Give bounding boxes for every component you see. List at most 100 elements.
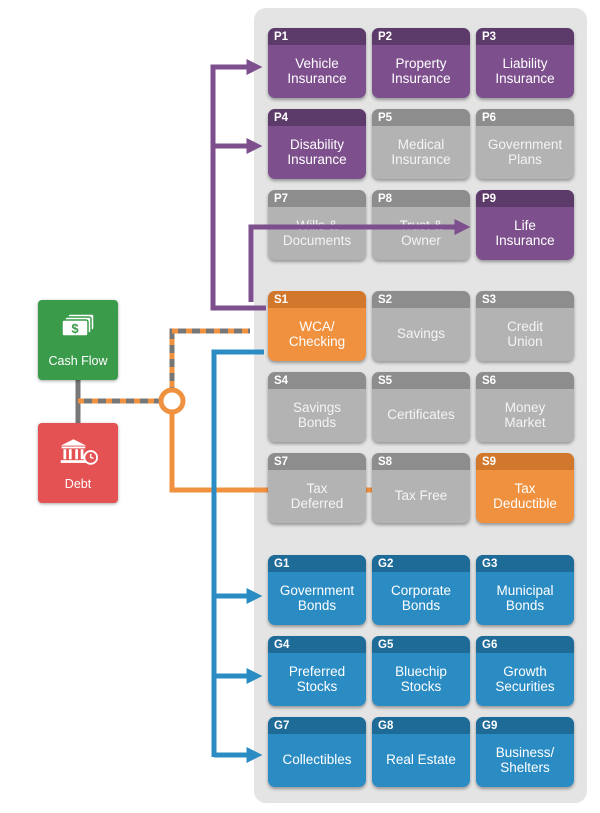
- tile-label: Growth Securities: [495, 663, 555, 694]
- tile-code: G6: [482, 639, 498, 651]
- tile-code: P8: [378, 193, 393, 205]
- tile-header: [268, 453, 366, 470]
- tile-code: S1: [274, 294, 289, 306]
- tile-code: S8: [378, 456, 393, 468]
- tile-code: S7: [274, 456, 289, 468]
- tile-code: G5: [378, 639, 394, 651]
- tile-header: [476, 453, 574, 470]
- tile-label: Corporate Bonds: [390, 582, 452, 613]
- tile-code: P9: [482, 193, 497, 205]
- cash-flow-label: Cash Flow: [48, 354, 108, 368]
- tile-label: Business/ Shelters: [495, 744, 555, 775]
- tile-label: Government Plans: [487, 136, 563, 167]
- tile-label: Disability Insurance: [287, 136, 347, 167]
- tile-code: S4: [274, 375, 289, 387]
- tile-code: S5: [378, 375, 393, 387]
- tile-code: P1: [274, 31, 289, 43]
- tile-header: [476, 717, 574, 734]
- bank-clock-icon: [60, 439, 98, 465]
- tile-label: Credit Union: [506, 318, 543, 349]
- tile-header: [476, 555, 574, 572]
- source-trunk: [75, 328, 250, 423]
- tile-code: P2: [378, 31, 393, 43]
- tile-code: G8: [378, 720, 394, 732]
- tile-code: G1: [274, 558, 290, 570]
- tile-header: [372, 190, 470, 207]
- tile-label: Tax Deductible: [493, 480, 557, 511]
- tile-header: [372, 453, 470, 470]
- tile-label: Real Estate: [386, 752, 456, 767]
- tile-header: [268, 190, 366, 207]
- tile-label: Savings: [396, 326, 446, 341]
- tile-header: [268, 372, 366, 389]
- cash-flow-source[interactable]: $ Cash Flow: [38, 300, 118, 380]
- tile-label: Savings Bonds: [292, 399, 342, 430]
- tile-label: WCA/ Checking: [288, 318, 346, 349]
- svg-text:$: $: [71, 321, 79, 336]
- tile-header: [372, 28, 470, 45]
- tile-code: P6: [482, 112, 497, 124]
- tile-header: [372, 372, 470, 389]
- tile-code: P3: [482, 31, 497, 43]
- tile-code: S3: [482, 294, 497, 306]
- tile-code: S6: [482, 375, 497, 387]
- tile-code: P5: [378, 112, 393, 124]
- growth-arrows: [211, 349, 264, 764]
- tile-header: [372, 109, 470, 126]
- tile-label: Tax Deferred: [290, 480, 344, 511]
- tile-label: Certificates: [387, 407, 455, 422]
- tile-header: [372, 717, 470, 734]
- tile-header: [268, 717, 366, 734]
- tile-label: Wills & Documents: [282, 217, 352, 248]
- tile-label: Property Insurance: [391, 55, 451, 86]
- tile-label: Money Market: [504, 399, 546, 430]
- tile-label: Tax Free: [394, 488, 448, 503]
- tile-code: G3: [482, 558, 498, 570]
- tile-header: [476, 636, 574, 653]
- tile-header: [476, 109, 574, 126]
- savings-arrow-s9: [169, 413, 471, 499]
- tile-code: P7: [274, 193, 289, 205]
- tile-label: Collectibles: [282, 752, 352, 767]
- debt-source[interactable]: Debt: [38, 423, 118, 503]
- tile-header: [476, 28, 574, 45]
- tile-label: Preferred Stocks: [288, 663, 346, 694]
- tile-code: S9: [482, 456, 497, 468]
- tile-label: Life Insurance: [495, 217, 555, 248]
- tile-code: P4: [274, 112, 289, 124]
- tile-header: [476, 372, 574, 389]
- tile-label: Municipal Bonds: [496, 582, 554, 613]
- tile-header: [268, 636, 366, 653]
- tile-code: G9: [482, 720, 498, 732]
- tile-header: [268, 109, 366, 126]
- tile-header: [268, 28, 366, 45]
